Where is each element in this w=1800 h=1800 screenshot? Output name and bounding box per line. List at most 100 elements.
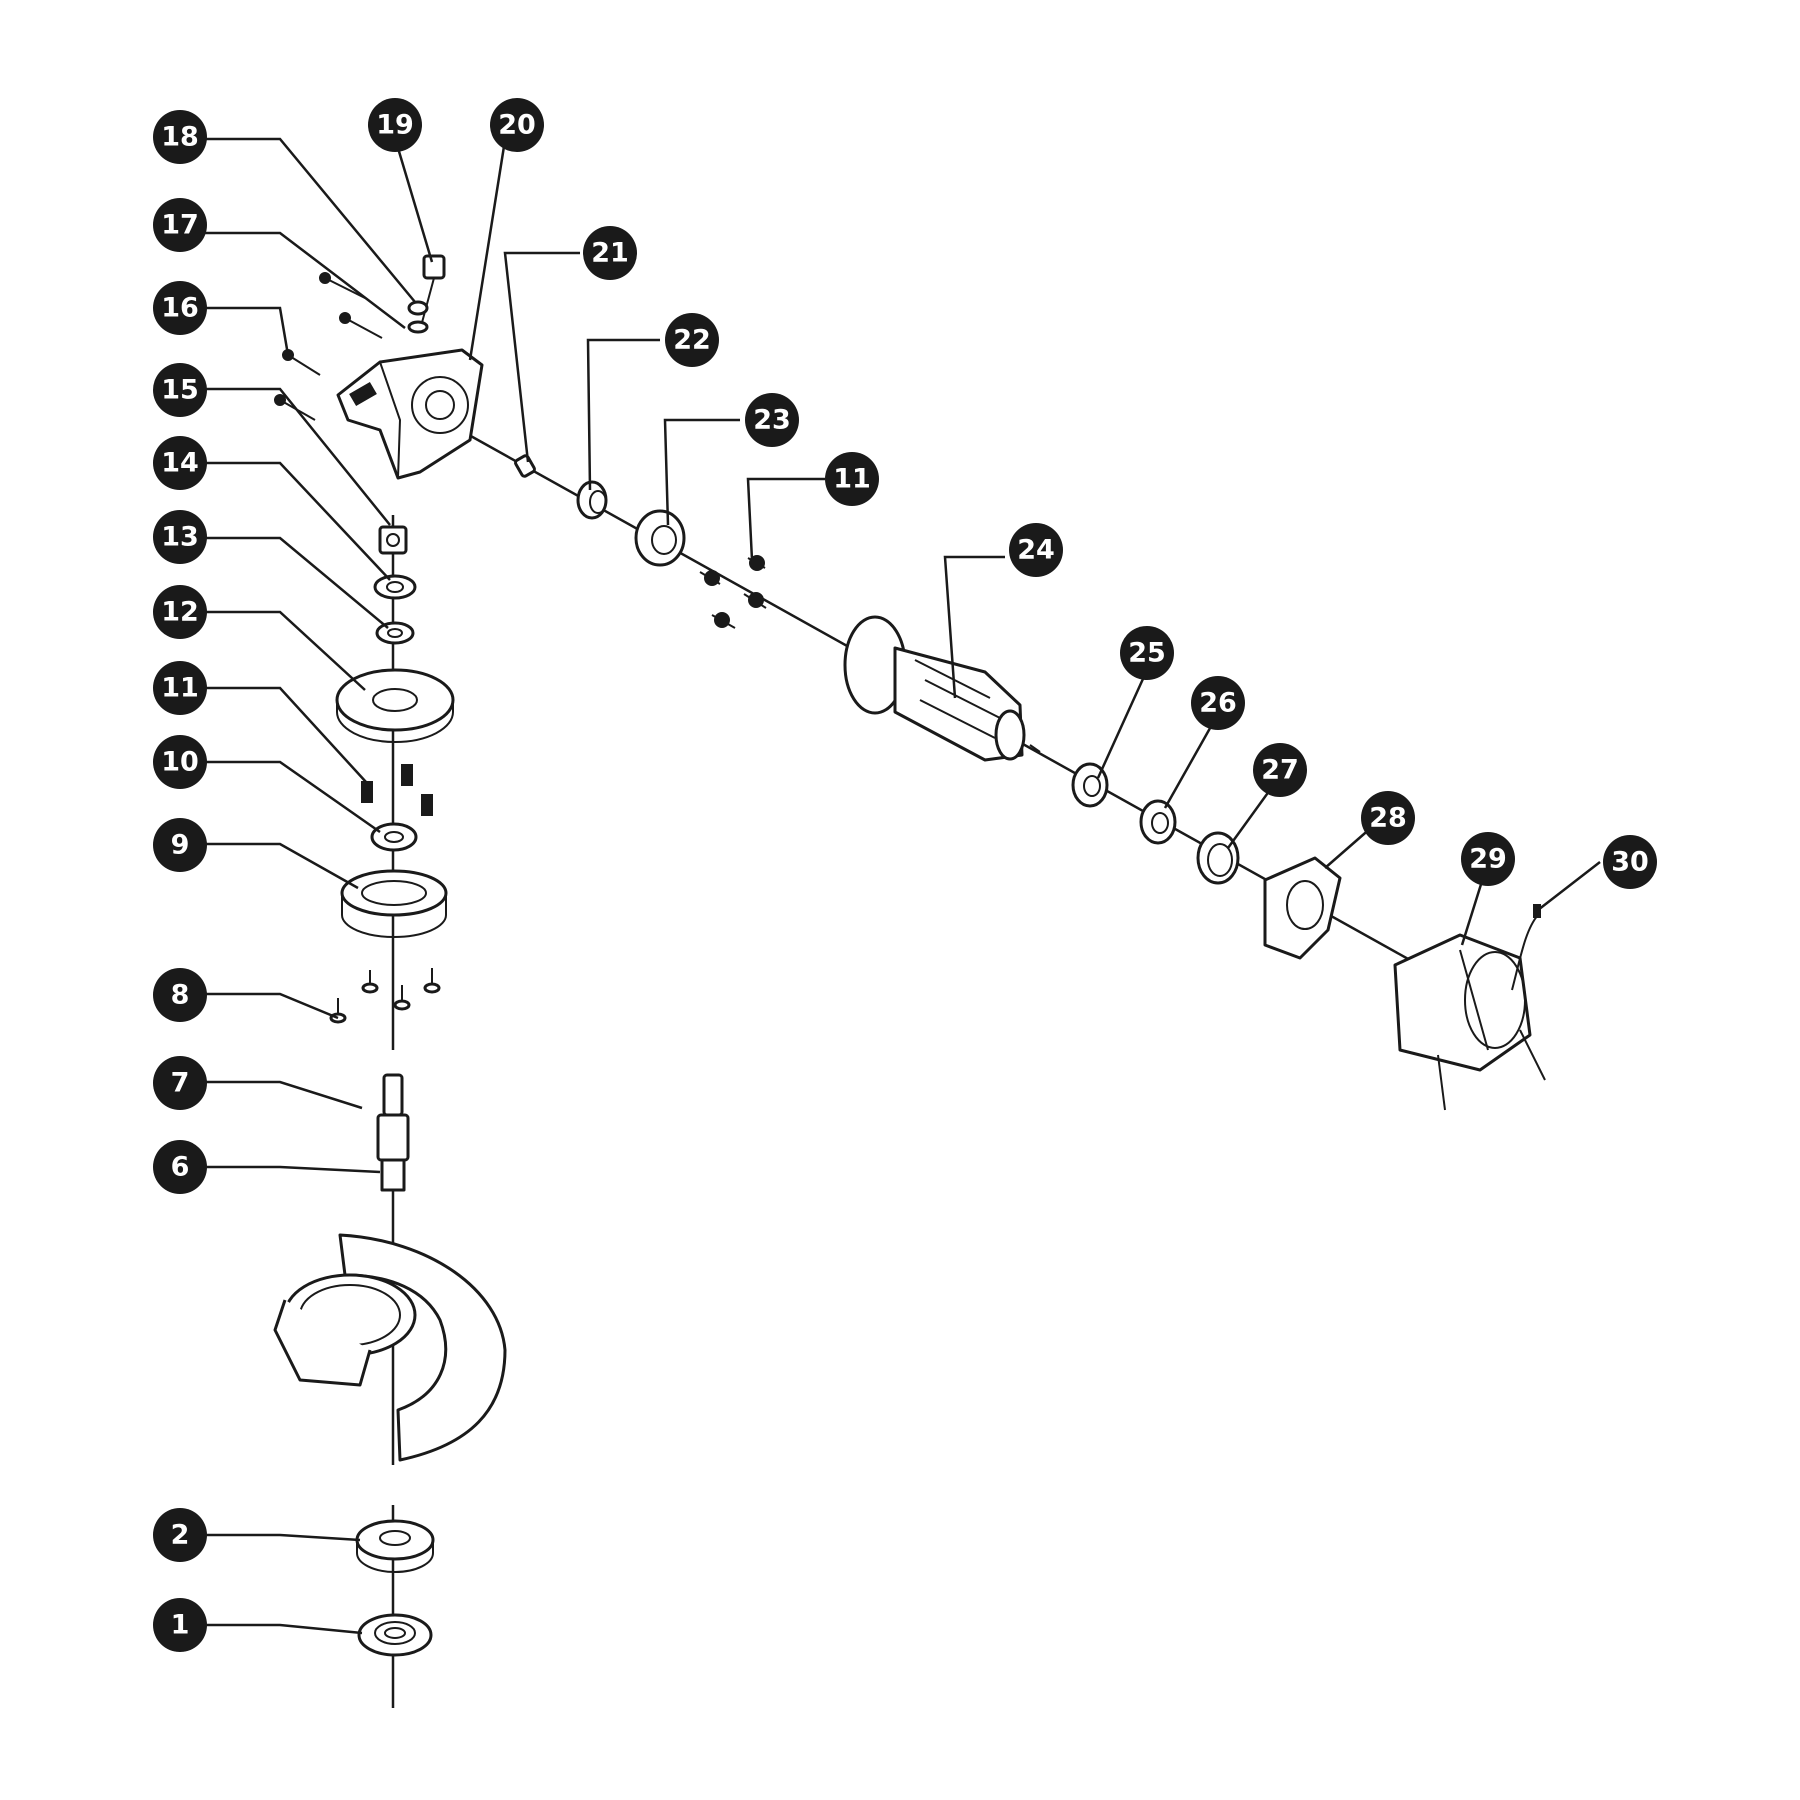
- callout-29: 29: [1461, 832, 1515, 886]
- part-bearing-23: [634, 509, 686, 567]
- callout-label: 7: [171, 1068, 190, 1099]
- leader-14: [205, 461, 391, 581]
- callout-label: 1: [171, 1610, 190, 1641]
- leader-23: [663, 418, 740, 526]
- leader-7: [205, 1080, 363, 1110]
- callout-label: 25: [1128, 638, 1166, 669]
- leader-2: [205, 1533, 361, 1542]
- callout-9: 9: [153, 818, 207, 872]
- part-stator-29: [1393, 933, 1546, 1111]
- part-flange-2: [355, 1519, 435, 1573]
- callout-16: 16: [153, 281, 207, 335]
- callout-label: 15: [161, 375, 199, 406]
- leader-13: [205, 536, 389, 629]
- assembly-axes: [391, 428, 1411, 1708]
- part-screws-mid: [699, 555, 767, 629]
- part-screws-8: [329, 968, 441, 1024]
- leader-26: [1163, 713, 1220, 809]
- callout-20: 20: [490, 98, 544, 152]
- part-spindle-6: [376, 1073, 410, 1192]
- part-small-key: [514, 454, 536, 478]
- part-armature: [843, 615, 1041, 762]
- part-nut-15: [378, 525, 408, 555]
- callout-label: 14: [161, 448, 199, 479]
- leader-25: [1096, 669, 1149, 779]
- leader-16: [205, 306, 290, 356]
- callout-6: 6: [153, 1140, 207, 1194]
- callout-label: 11: [161, 673, 199, 704]
- leader-15: [205, 387, 391, 526]
- callout-label: 16: [161, 293, 199, 324]
- part-baffle-28: [1263, 856, 1342, 960]
- leader-11a: [205, 686, 367, 783]
- callout-7: 7: [153, 1056, 207, 1110]
- callout-label: 29: [1469, 844, 1507, 875]
- part-wire-30: [1511, 904, 1541, 991]
- callout-8: 8: [153, 968, 207, 1022]
- callout-label: 19: [376, 110, 414, 141]
- callout-label: 27: [1261, 755, 1299, 786]
- part-bearing-plate-9: [340, 869, 448, 938]
- callout-30: 30: [1603, 835, 1657, 889]
- callout-label: 23: [753, 405, 791, 436]
- callout-22: 22: [665, 313, 719, 367]
- callout-label: 17: [161, 210, 199, 241]
- leader-21: [503, 251, 580, 463]
- callout-10: 10: [153, 735, 207, 789]
- part-pinion-gear: [576, 480, 608, 520]
- callout-label: 26: [1199, 688, 1237, 719]
- callout-28: 28: [1361, 791, 1415, 845]
- callout-label: 20: [498, 110, 536, 141]
- callout-label: 18: [161, 122, 199, 153]
- callout-label: 30: [1611, 847, 1649, 878]
- callout-25: 25: [1120, 626, 1174, 680]
- part-guard: [273, 1233, 507, 1462]
- part-bearing-10: [370, 822, 418, 852]
- leader-19: [393, 137, 434, 263]
- callout-12: 12: [153, 585, 207, 639]
- callout-26: 26: [1191, 676, 1245, 730]
- callout-label: 10: [161, 747, 199, 778]
- leader-11b: [746, 477, 825, 561]
- callout-11-left: 11: [153, 661, 207, 715]
- leader-17: [205, 231, 406, 329]
- leader-22: [586, 338, 660, 491]
- leader-8: [205, 992, 339, 1020]
- callout-label: 28: [1369, 803, 1407, 834]
- leader-lines: [205, 137, 1601, 1635]
- leader-18: [205, 137, 416, 303]
- part-gear-housing: [336, 348, 484, 480]
- part-washer-13: [375, 621, 415, 645]
- callout-18: 18: [153, 110, 207, 164]
- callout-label: 22: [673, 325, 711, 356]
- leader-10: [205, 760, 381, 834]
- callout-27: 27: [1253, 743, 1307, 797]
- part-bevel-gear-12: [335, 668, 455, 743]
- callout-11-right: 11: [825, 452, 879, 506]
- leader-1: [205, 1623, 363, 1635]
- callout-24: 24: [1009, 523, 1063, 577]
- part-screws-11-left: [361, 764, 433, 816]
- callout-1: 1: [153, 1598, 207, 1652]
- leader-6: [205, 1165, 381, 1174]
- callout-label: 12: [161, 597, 199, 628]
- callout-19: 19: [368, 98, 422, 152]
- leader-9: [205, 842, 359, 890]
- part-lock-button: [407, 254, 446, 334]
- callout-label: 2: [171, 1520, 190, 1551]
- part-nut-1: [357, 1613, 433, 1657]
- callout-label: 8: [171, 980, 190, 1011]
- callout-13: 13: [153, 510, 207, 564]
- callout-15: 15: [153, 363, 207, 417]
- part-screws-upper-left: [274, 272, 383, 421]
- leader-24: [943, 555, 1005, 699]
- part-ring-27: [1196, 831, 1240, 885]
- callout-label: 6: [171, 1152, 190, 1183]
- callout-17: 17: [153, 198, 207, 252]
- leader-30: [1537, 861, 1601, 911]
- callout-label: 11: [833, 464, 871, 495]
- part-bearing-25: [1071, 762, 1109, 808]
- leader-20: [468, 139, 507, 361]
- callout-label: 9: [171, 830, 190, 861]
